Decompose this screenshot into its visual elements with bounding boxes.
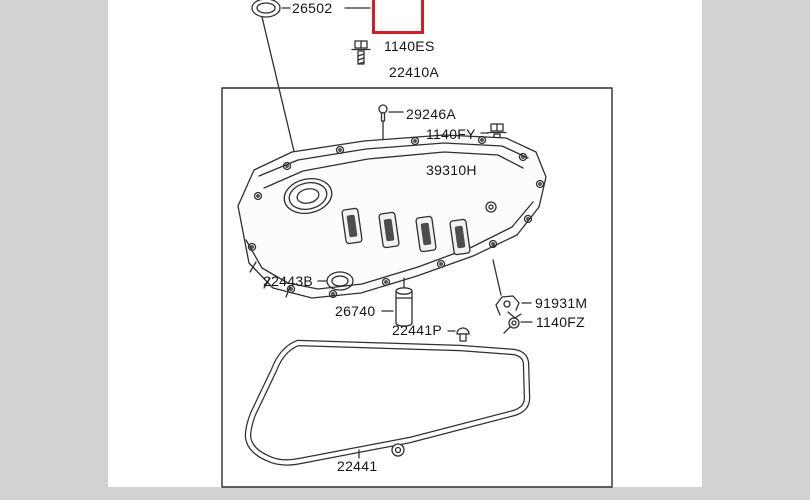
spark-plug-wells xyxy=(341,207,471,256)
wiring-clip-icon xyxy=(495,295,522,319)
part-label-1140ES[interactable]: 1140ES xyxy=(384,38,435,54)
part-label-91931M[interactable]: 91931M xyxy=(535,295,588,311)
flange-bolt-icon-1140fz xyxy=(503,317,520,334)
gasket-drawing xyxy=(244,339,531,466)
leader-clip-to-cover xyxy=(492,259,502,296)
part-label-22441P[interactable]: 22441P xyxy=(392,322,443,338)
stud-bolt-icon xyxy=(378,104,388,122)
part-label-1140FZ[interactable]: 1140FZ xyxy=(536,314,586,330)
part-label-39310H[interactable]: 39310H xyxy=(426,162,477,178)
oil-filler-cap xyxy=(283,177,333,215)
diagram-frame xyxy=(221,87,613,488)
part-label-26502[interactable]: 26502 xyxy=(292,0,333,16)
part-label-26740[interactable]: 26740 xyxy=(335,303,376,319)
seal-ring-icon xyxy=(326,271,354,291)
part-label-22443B[interactable]: 22443B xyxy=(263,273,314,289)
valve-cover-drawing xyxy=(237,134,547,299)
flange-bolt-icon-1140es xyxy=(351,40,371,65)
part-label-29246A[interactable]: 29246A xyxy=(406,106,457,122)
cover-bolt-bosses xyxy=(247,135,545,299)
plug-icon xyxy=(456,327,470,342)
selected-part-highlight-box[interactable] xyxy=(372,0,424,34)
part-label-22410A[interactable]: 22410A xyxy=(389,64,440,80)
part-label-22441[interactable]: 22441 xyxy=(337,458,378,474)
o-ring-seal-icon xyxy=(251,0,281,18)
oil-tube-icon xyxy=(395,277,413,327)
part-label-1140FY[interactable]: 1140FY xyxy=(426,126,476,142)
